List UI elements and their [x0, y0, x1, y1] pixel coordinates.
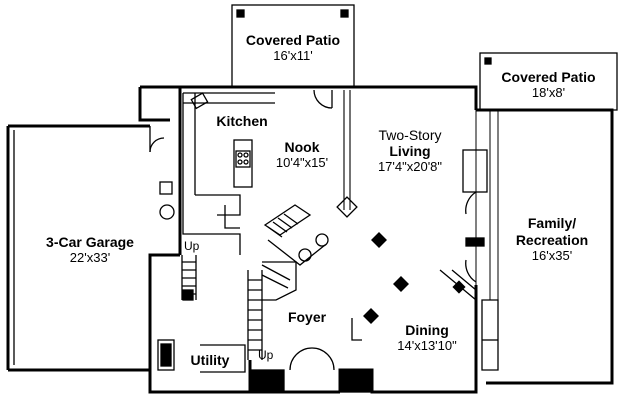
center-stair: [247, 204, 371, 393]
garage-dims: 22'x33': [69, 250, 111, 265]
living-label: Two-Story Living 17'4"x20'8": [355, 128, 465, 173]
covered-patio-right-label: Covered Patio 18'x8': [480, 70, 617, 99]
stair-up-label-lower: Up: [258, 348, 274, 362]
kitchen-label: Kitchen: [210, 114, 274, 128]
living-prefix: Two-Story: [378, 127, 442, 143]
living-name: Living: [389, 143, 431, 159]
dining-label: Dining 14'x13'10": [382, 323, 472, 352]
utility-fixtures: [157, 339, 246, 373]
nook-dims: 10'4"x15': [275, 155, 329, 170]
dining-dims: 14'x13'10": [397, 338, 457, 353]
foyer-name: Foyer: [287, 309, 327, 325]
living-dims: 17'4"x20'8": [377, 159, 443, 174]
kitchen-island: [233, 139, 253, 188]
kitchen-name: Kitchen: [216, 113, 268, 129]
family-name-line2: Recreation: [515, 232, 589, 248]
covered-patio-top-dims: 16'x11': [273, 48, 313, 63]
covered-patio-top-name: Covered Patio: [245, 32, 341, 48]
dining-details: [363, 232, 499, 371]
family-label: Family/ Recreation 16'x35': [502, 216, 602, 262]
foyer-label: Foyer: [282, 310, 332, 324]
dining-name: Dining: [405, 322, 449, 338]
entry-doors: [289, 318, 362, 371]
garage-name: 3-Car Garage: [46, 234, 134, 250]
family-name-line1: Family/: [527, 215, 577, 231]
garage-stair: [181, 255, 197, 301]
nook-name: Nook: [284, 139, 320, 155]
utility-label: Utility: [184, 353, 236, 367]
nook-label: Nook 10'4"x15': [262, 140, 342, 169]
family-dims: 16'x35': [531, 248, 573, 263]
kitchen-cabinets: [182, 92, 275, 255]
interior-walls: [313, 89, 499, 301]
covered-patio-right-dims: 18'x8': [531, 85, 566, 100]
utility-name: Utility: [190, 352, 230, 368]
stair-up-label-upper: Up: [184, 239, 200, 253]
covered-patio-top-label: Covered Patio 16'x11': [232, 33, 354, 62]
covered-patio-right-name: Covered Patio: [501, 69, 596, 85]
garage-label: 3-Car Garage 22'x33': [20, 235, 160, 264]
